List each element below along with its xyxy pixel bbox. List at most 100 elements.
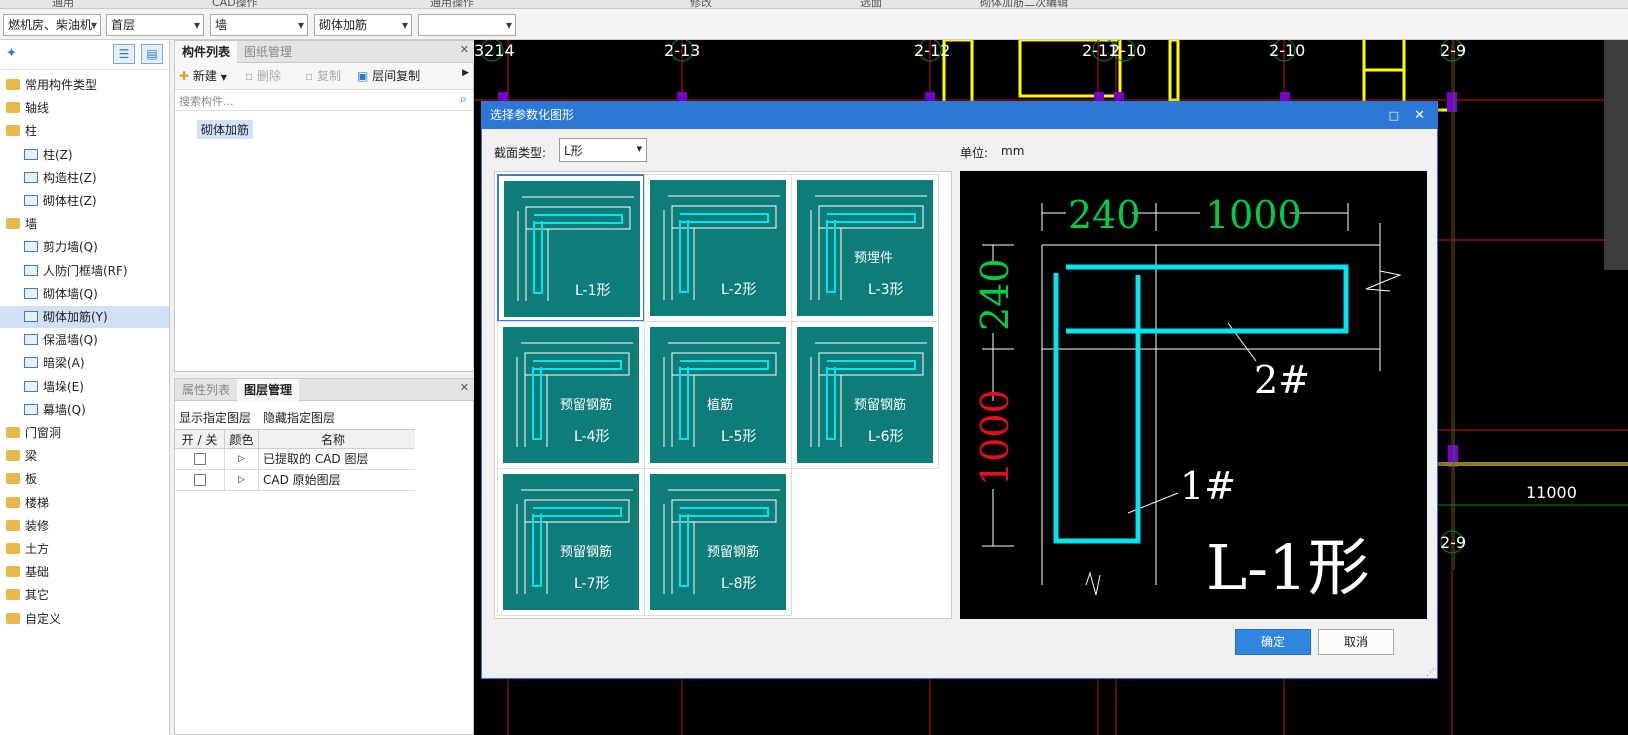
tree-item[interactable]: 常用构件类型 [0, 74, 169, 96]
expand-icon[interactable]: ▷ [225, 449, 259, 469]
card-view-icon[interactable]: ▤ [141, 44, 163, 64]
shape-thumbnail[interactable]: L-2形 [644, 174, 792, 322]
search-icon[interactable]: ⌕ [459, 92, 467, 107]
filter-toolbar: 燃机房、柴油机▼ 首层▼ 墙▼ 砌体加筋▼ ▼ [0, 9, 1628, 40]
close-icon[interactable]: ✕ [459, 381, 469, 394]
tree-item[interactable]: 构造柱(Z) [0, 167, 169, 189]
building-combo[interactable]: 燃机房、柴油机▼ [3, 14, 101, 36]
tab-drawing-management[interactable]: 图纸管理 [244, 45, 293, 59]
tree-item[interactable]: 人防门框墙(RF) [0, 260, 169, 282]
tree-item[interactable]: 砌体加筋(Y) [0, 306, 169, 328]
tree-item[interactable]: 保温墙(Q) [0, 329, 169, 351]
pin-icon[interactable]: ✦ [6, 46, 17, 61]
delete-button[interactable]: ▫ 删除 [245, 67, 281, 84]
maximize-icon[interactable]: □ [1388, 109, 1399, 122]
tab-properties[interactable]: 属性列表 [182, 383, 231, 397]
component-type-combo[interactable]: 砌体加筋▼ [314, 14, 412, 36]
category-combo[interactable]: 墙▼ [210, 14, 308, 36]
tree-toolbar: ✦ ☰ ▤ [0, 40, 169, 70]
category-combo-value: 墙 [215, 18, 228, 32]
tree-item[interactable]: 梁 [0, 445, 169, 467]
tree-item[interactable]: 土方 [0, 538, 169, 560]
close-icon[interactable]: ✕ [459, 43, 469, 56]
tree-item[interactable]: 幕墙(Q) [0, 399, 169, 421]
tree-item[interactable]: 墙 [0, 213, 169, 235]
list-view-icon[interactable]: ☰ [113, 44, 135, 64]
delete-label: 删除 [256, 69, 281, 83]
cancel-button[interactable]: 取消 [1318, 629, 1394, 655]
shape-thumbnail[interactable]: L-1形 [497, 174, 645, 322]
ribbon-group-label: 通用操作 [430, 0, 474, 9]
tree-item[interactable]: 砌体柱(Z) [0, 190, 169, 212]
tree-item-label: 其它 [25, 588, 50, 603]
cad-side-toolbar[interactable] [1604, 40, 1628, 270]
copy-button[interactable]: ▫ 复制 [305, 67, 341, 84]
close-icon[interactable]: ✕ [1414, 108, 1425, 123]
tree-item[interactable]: 柱 [0, 120, 169, 142]
tree-item-label: 基础 [25, 565, 50, 580]
tab-component-list[interactable]: 构件列表 [175, 41, 238, 63]
tree-item[interactable]: 剪力墙(Q) [0, 236, 169, 258]
layer-checkbox[interactable] [193, 474, 206, 486]
tree-item[interactable]: 板 [0, 468, 169, 490]
shape-thumbnail-label: L-1形 [575, 283, 611, 299]
new-button[interactable]: ✚ 新建 ▼ [179, 67, 227, 84]
copy-label: 复制 [316, 69, 341, 83]
floor-copy-button[interactable]: ▣ 层间复制 [357, 67, 420, 84]
shape-thumbnail-image [650, 180, 786, 316]
tree-item[interactable]: 自定义 [0, 608, 169, 630]
tree-item[interactable]: 楼梯 [0, 492, 169, 514]
ribbon-group-label: 选面 [860, 0, 882, 9]
floor-copy-label: 层间复制 [372, 69, 421, 83]
section-type-select[interactable]: L形 ▼ [559, 138, 647, 162]
search-input[interactable]: 搜索构件... [179, 95, 234, 108]
hide-layer-button[interactable]: 隐藏指定图层 [263, 411, 336, 425]
ok-button[interactable]: 确定 [1235, 629, 1311, 655]
shape-thumbnail-caption: 预留钢筋 [560, 398, 613, 413]
tree-item-label: 构造柱(Z) [43, 170, 97, 185]
more-icon[interactable]: ▶ [462, 68, 469, 78]
shape-thumbnail-label: L-6形 [868, 429, 904, 445]
tree-item[interactable]: 轴线 [0, 97, 169, 119]
side-panels: 构件列表 图纸管理 ✕ ✚ 新建 ▼ ▫ 删除 ▫ 复制 ▣ 层间复制 ▶ 搜索… [174, 40, 475, 735]
tab-layer-management[interactable]: 图层管理 [237, 379, 300, 401]
tree-item[interactable]: 暗梁(A) [0, 352, 169, 374]
tree-item[interactable]: 基础 [0, 561, 169, 583]
show-layer-button[interactable]: 显示指定图层 [179, 411, 252, 425]
axis-label: 2-10 [1269, 41, 1305, 60]
component-icon [24, 311, 38, 322]
ribbon-group-strip: 通用 CAD操作 通用操作 修改 选面 砌体加筋二次编辑 [0, 0, 1628, 9]
shape-thumbnail-caption: 预留钢筋 [707, 545, 760, 560]
resize-grip-icon[interactable]: ⋰ [1426, 668, 1435, 678]
tree-item[interactable]: 其它 [0, 584, 169, 606]
unit-value: mm [1001, 144, 1025, 158]
dialog-title: 选择参数化图形 [490, 108, 575, 122]
table-row[interactable]: ▷ CAD 原始图层 [175, 470, 415, 491]
chevron-down-icon: ▼ [220, 73, 227, 82]
tree-item[interactable]: 装修 [0, 515, 169, 537]
expand-icon[interactable]: ▷ [225, 470, 259, 490]
axis-label: 2-10 [1110, 41, 1146, 60]
section-type-value: L形 [564, 144, 583, 158]
tree-item[interactable]: 砌体墙(Q) [0, 283, 169, 305]
floor-combo[interactable]: 首层▼ [106, 14, 204, 36]
shape-thumbnail-caption: 预留钢筋 [560, 545, 613, 560]
component-combo[interactable]: ▼ [418, 14, 516, 36]
component-list-item[interactable]: 砌体加筋 [197, 120, 254, 139]
search-box[interactable]: 搜索构件... ⌕ [175, 89, 473, 111]
dimension-label: 11000 [1526, 483, 1577, 502]
layer-checkbox[interactable] [193, 453, 206, 465]
tree-item[interactable]: 墙垛(E) [0, 376, 169, 398]
component-icon [24, 287, 38, 299]
tree-item[interactable]: 门窗洞 [0, 422, 169, 444]
tree-item-label: 柱(Z) [43, 147, 73, 162]
folder-icon [6, 589, 20, 601]
tree-item[interactable]: 柱(Z) [0, 144, 169, 166]
table-row[interactable]: ▷ 已提取的 CAD 图层 [175, 449, 415, 470]
